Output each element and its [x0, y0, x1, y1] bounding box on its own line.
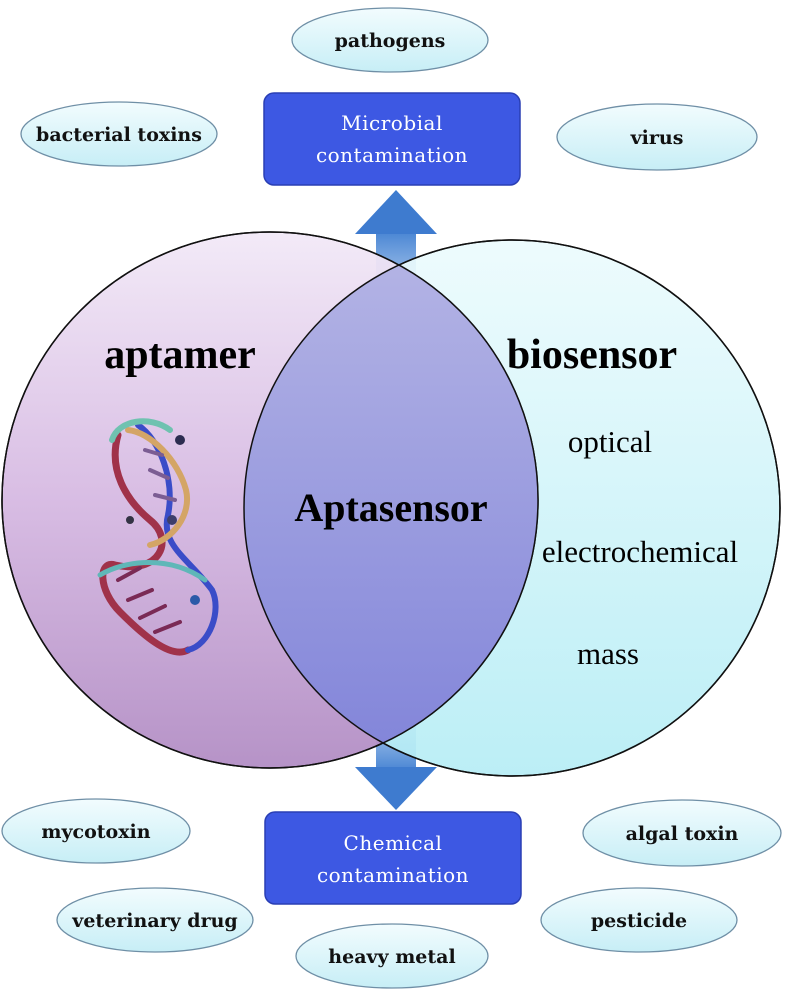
oval-algal-toxin: algal toxin: [582, 799, 782, 867]
method-optical: optical: [568, 424, 652, 459]
aptasensor-label: Aptasensor: [294, 485, 487, 530]
oval-bacterial-toxins-label: bacterial toxins: [36, 124, 202, 146]
oval-heavy-metal: heavy metal: [295, 923, 489, 989]
oval-heavy-metal-label: heavy metal: [328, 946, 455, 968]
oval-pesticide: pesticide: [540, 887, 738, 953]
microbial-contamination-box: Microbial contamination: [263, 92, 521, 186]
biosensor-label: biosensor: [507, 332, 677, 378]
oval-veterinary-drug-label: veterinary drug: [71, 910, 237, 932]
method-electrochemical: electrochemical: [542, 534, 738, 569]
biosensor-circle-outline: [243, 239, 781, 777]
oval-pathogens-label: pathogens: [335, 30, 446, 52]
chemical-contamination-box: Chemical contamination: [264, 811, 522, 905]
oval-algal-toxin-label: algal toxin: [626, 823, 739, 845]
aptamer-label: aptamer: [104, 332, 256, 378]
chemical-contamination-line2: contamination: [317, 863, 469, 887]
oval-pathogens: pathogens: [291, 7, 489, 73]
oval-veterinary-drug: veterinary drug: [56, 887, 254, 953]
aptasensor-overlap: [244, 240, 538, 768]
oval-virus: virus: [556, 103, 758, 171]
chemical-contamination-line1: Chemical: [344, 831, 443, 855]
aptamer-circle-outline: [1, 231, 539, 769]
oval-virus-label: virus: [630, 127, 684, 149]
oval-pesticide-label: pesticide: [591, 910, 687, 932]
aptamer-structure-icon: [97, 418, 219, 656]
oval-mycotoxin-label: mycotoxin: [41, 821, 150, 843]
oval-mycotoxin: mycotoxin: [1, 798, 191, 864]
oval-bacterial-toxins: bacterial toxins: [20, 101, 218, 167]
method-mass: mass: [577, 636, 639, 671]
microbial-contamination-line2: contamination: [316, 143, 468, 167]
microbial-contamination-line1: Microbial: [341, 111, 443, 135]
